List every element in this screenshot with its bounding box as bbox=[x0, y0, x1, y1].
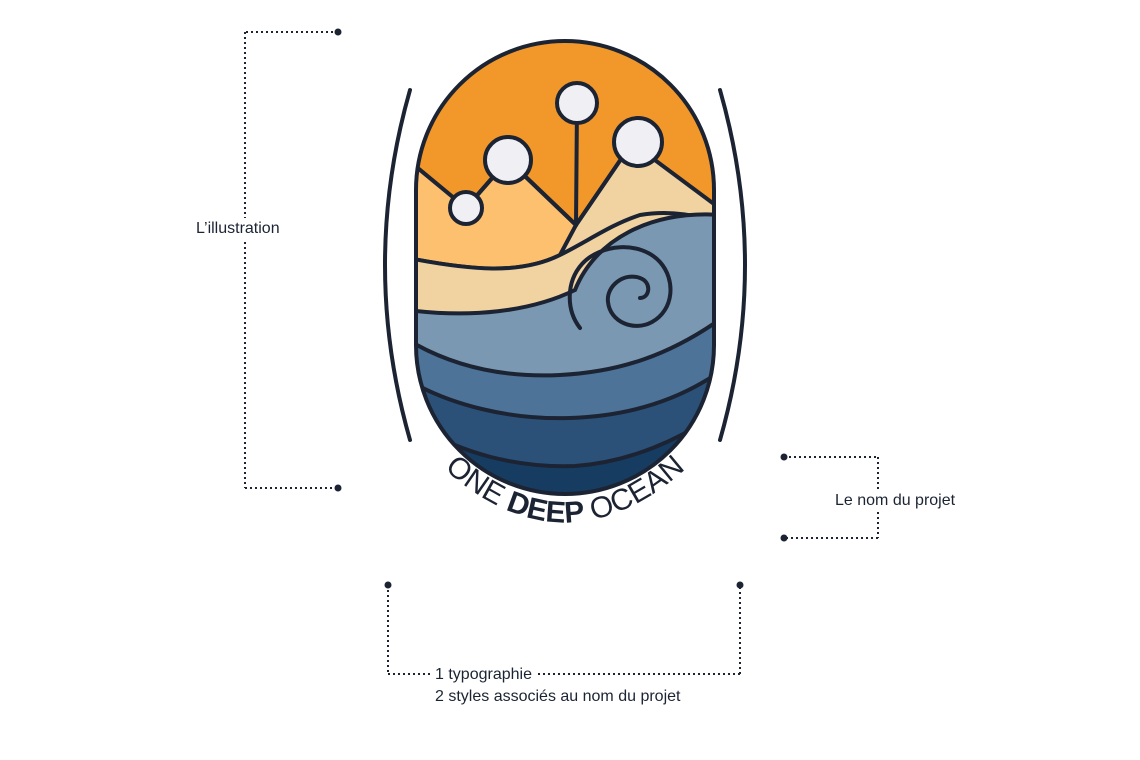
capsule-outline bbox=[414, 39, 716, 496]
bracket-dot bbox=[384, 581, 392, 589]
left-parenthesis bbox=[383, 88, 412, 442]
wave-spiral bbox=[567, 245, 673, 330]
logo-illustration bbox=[416, 41, 714, 494]
network-node bbox=[448, 190, 484, 226]
right-parenthesis bbox=[718, 88, 747, 442]
bracket-dot bbox=[334, 484, 342, 492]
typography-styles-label: 2 styles associés au nom du projet bbox=[433, 686, 683, 708]
network-node bbox=[555, 81, 599, 125]
network-node bbox=[612, 116, 664, 168]
typography-label: 1 typographie bbox=[433, 664, 538, 686]
illustration-label: L’illustration bbox=[194, 218, 282, 240]
bracket-illustration bbox=[244, 31, 338, 489]
bracket-dot bbox=[736, 581, 744, 589]
bracket-dot bbox=[334, 28, 342, 36]
project-name-label: Le nom du projet bbox=[833, 490, 958, 512]
bracket-dot bbox=[780, 534, 788, 542]
bracket-dot bbox=[780, 453, 788, 461]
network-node bbox=[483, 135, 533, 185]
bracket-typography bbox=[387, 585, 741, 675]
